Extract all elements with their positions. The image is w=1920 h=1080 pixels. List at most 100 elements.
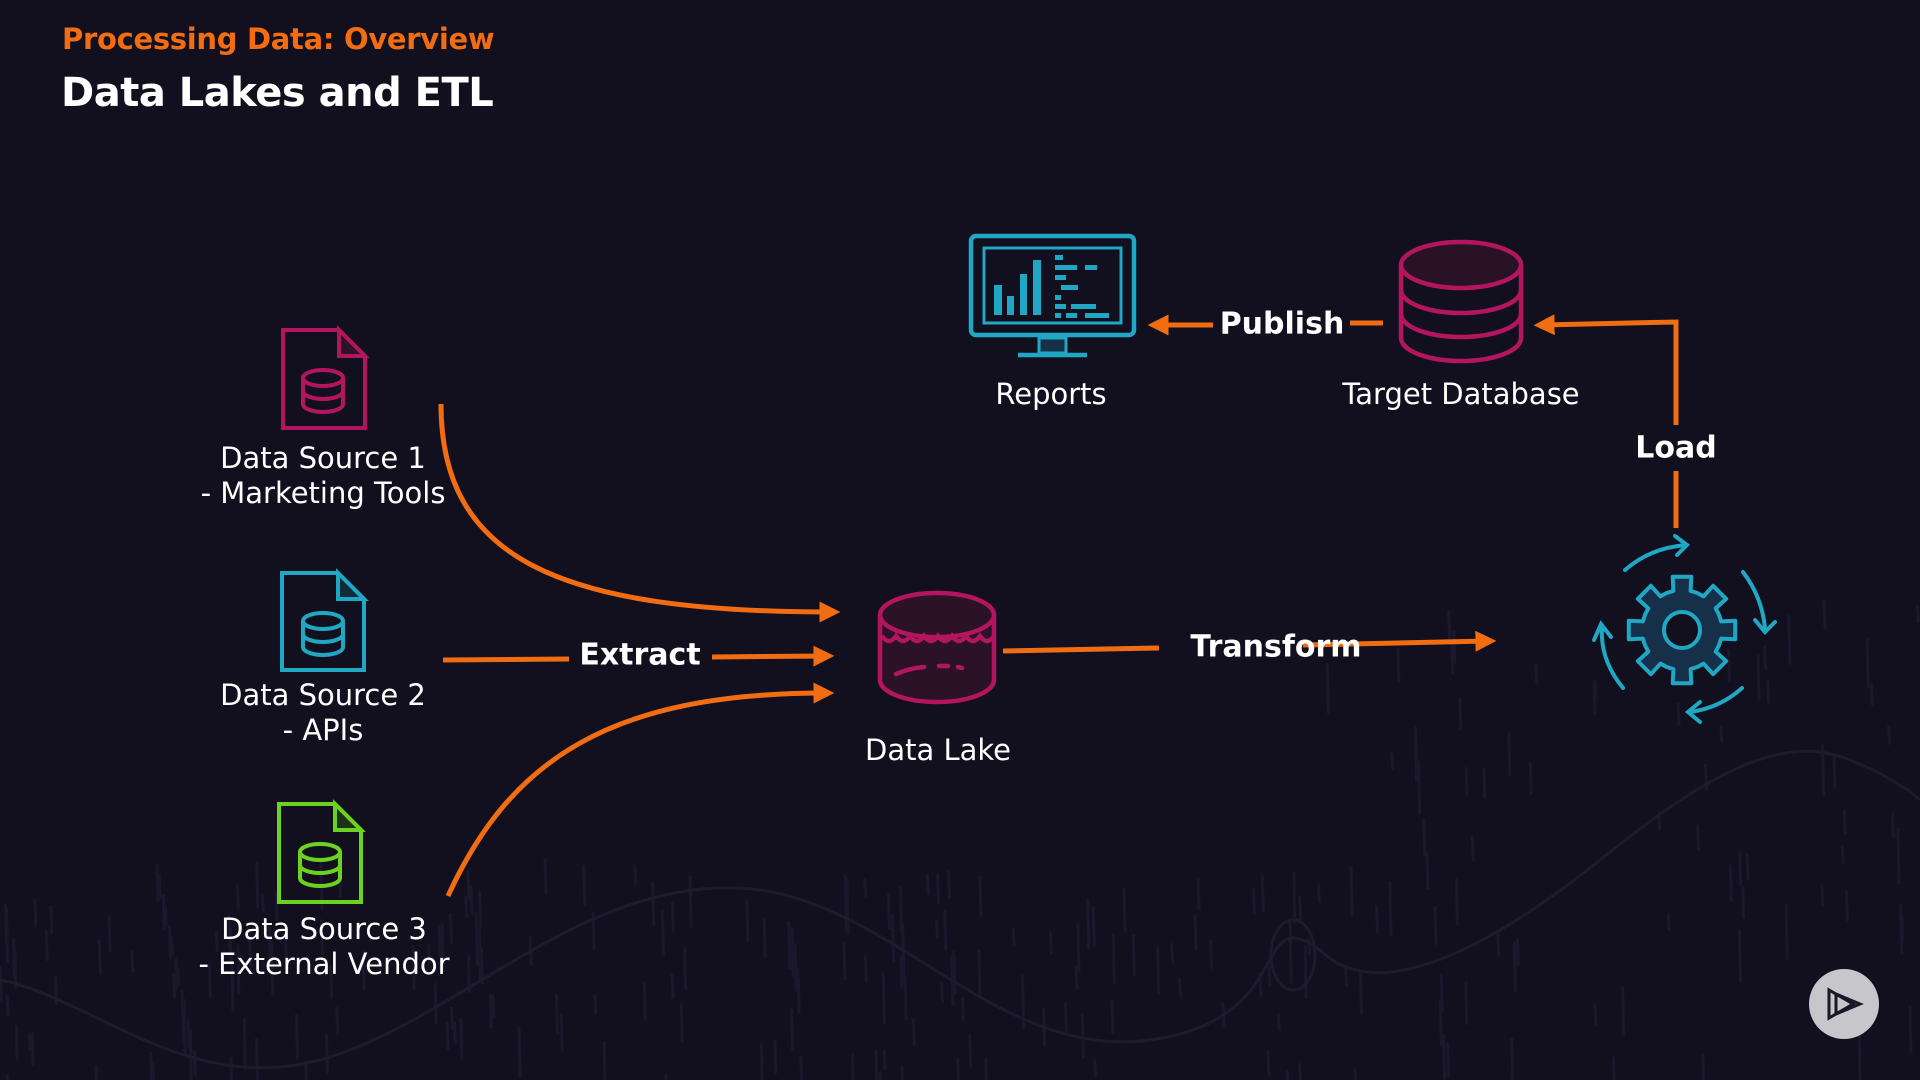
background-dash (1433, 905, 1438, 946)
background-dash (260, 894, 265, 912)
background-dash (33, 898, 38, 928)
background-dash (440, 923, 445, 973)
background-dash (1316, 884, 1321, 903)
background-dash (1840, 845, 1845, 864)
background-dash (235, 884, 240, 909)
background-dash (1887, 725, 1892, 745)
background-dash (559, 1013, 564, 1052)
background-dash (172, 972, 177, 1000)
reports-monitor-icon (968, 233, 1137, 358)
background-dash (130, 950, 135, 973)
background-dash (660, 909, 665, 956)
background-dash (107, 914, 112, 952)
background-dash (176, 967, 181, 986)
background-dash (845, 878, 850, 935)
background-dash (903, 976, 908, 1021)
background-dash (1464, 980, 1469, 1026)
background-dash (1515, 938, 1520, 967)
background-dash (1763, 644, 1768, 671)
background-dash (1454, 878, 1459, 927)
background-dash (1510, 1037, 1515, 1077)
background-dash (1422, 817, 1427, 857)
background-dash (1266, 1049, 1271, 1077)
background-dash (1822, 599, 1827, 630)
background-dash (1482, 767, 1487, 799)
background-dash (1325, 662, 1330, 714)
background-dash (1787, 614, 1792, 666)
background-dash (149, 1051, 154, 1080)
reports-label: Reports (995, 377, 1107, 411)
target-database-label: Target Database (1342, 377, 1580, 411)
background-dash (5, 994, 10, 1016)
background-dash (1741, 886, 1746, 919)
data-source-2-icon (280, 568, 369, 672)
background-dash (94, 1065, 98, 1080)
data-source-2-label: Data Source 2 - APIs (220, 678, 426, 748)
transform-arrow (1302, 630, 1497, 652)
data-source-1-label: Data Source 1 - Marketing Tools (201, 441, 446, 511)
background-dash (1110, 999, 1115, 1034)
background-dash (295, 1014, 300, 1059)
play-logo-button[interactable] (1809, 969, 1879, 1039)
background-dash (1890, 812, 1895, 839)
background-dash (181, 1019, 186, 1044)
background-dash (651, 881, 656, 927)
background-dash (790, 1008, 795, 1052)
background-dash (1091, 922, 1096, 946)
data-source-3-label: Data Source 3 - External Vendor (198, 912, 449, 982)
transform-label: Transform (1190, 629, 1362, 665)
background-dash (445, 1021, 450, 1051)
background-dash (1193, 914, 1198, 950)
background-dash (1349, 866, 1354, 917)
background-dash (5, 908, 10, 964)
background-dash (593, 993, 598, 1014)
background-dash (1251, 888, 1256, 915)
background-dash (97, 939, 102, 976)
background-dash (1869, 683, 1874, 706)
slide-title: Data Lakes and ETL (61, 70, 494, 116)
background-dash (437, 924, 442, 958)
background-dash (255, 861, 260, 909)
background-dash (1388, 880, 1393, 937)
background-dash (960, 997, 965, 1021)
background-dash (214, 930, 219, 952)
background-dash (943, 909, 948, 952)
background-dash (850, 1052, 855, 1080)
background-dash (1390, 752, 1395, 771)
background-dash (1111, 933, 1116, 985)
background-dash (1177, 977, 1182, 997)
publish-label: Publish (1219, 306, 1345, 342)
background-dash (899, 955, 904, 988)
background-dash (174, 956, 179, 990)
background-dash (452, 1021, 457, 1045)
background-dash (304, 1060, 308, 1080)
background-dash (1353, 1068, 1358, 1080)
background-dash (1396, 648, 1401, 684)
background-dash (248, 930, 253, 968)
background-dash (1438, 999, 1443, 1047)
background-dash (936, 872, 941, 904)
background-dash (886, 892, 891, 930)
extract-arrow-source-2 (711, 645, 835, 667)
background-dash (1298, 1062, 1302, 1080)
data-source-2-detail: - APIs (282, 713, 364, 747)
background-dash (1011, 927, 1016, 946)
background-dash (27, 1032, 32, 1051)
background-dash (1425, 851, 1430, 890)
background-dash (267, 923, 272, 967)
background-dash (324, 1033, 329, 1074)
background-wave (0, 749, 1920, 1070)
data-source-2-name: Data Source 2 (220, 678, 426, 712)
background-dash (230, 956, 235, 1012)
background-dash (0, 965, 3, 1002)
background-dash (1470, 835, 1475, 862)
load-arrow (1533, 314, 1679, 425)
target-database-icon (1398, 239, 1524, 364)
background-dash (1413, 726, 1418, 782)
extract-line-source-2 (442, 656, 570, 663)
background-dash (192, 1050, 197, 1077)
data-source-1-name: Data Source 1 (220, 441, 426, 475)
transform-line (1002, 645, 1160, 654)
background-dash (1820, 884, 1825, 908)
